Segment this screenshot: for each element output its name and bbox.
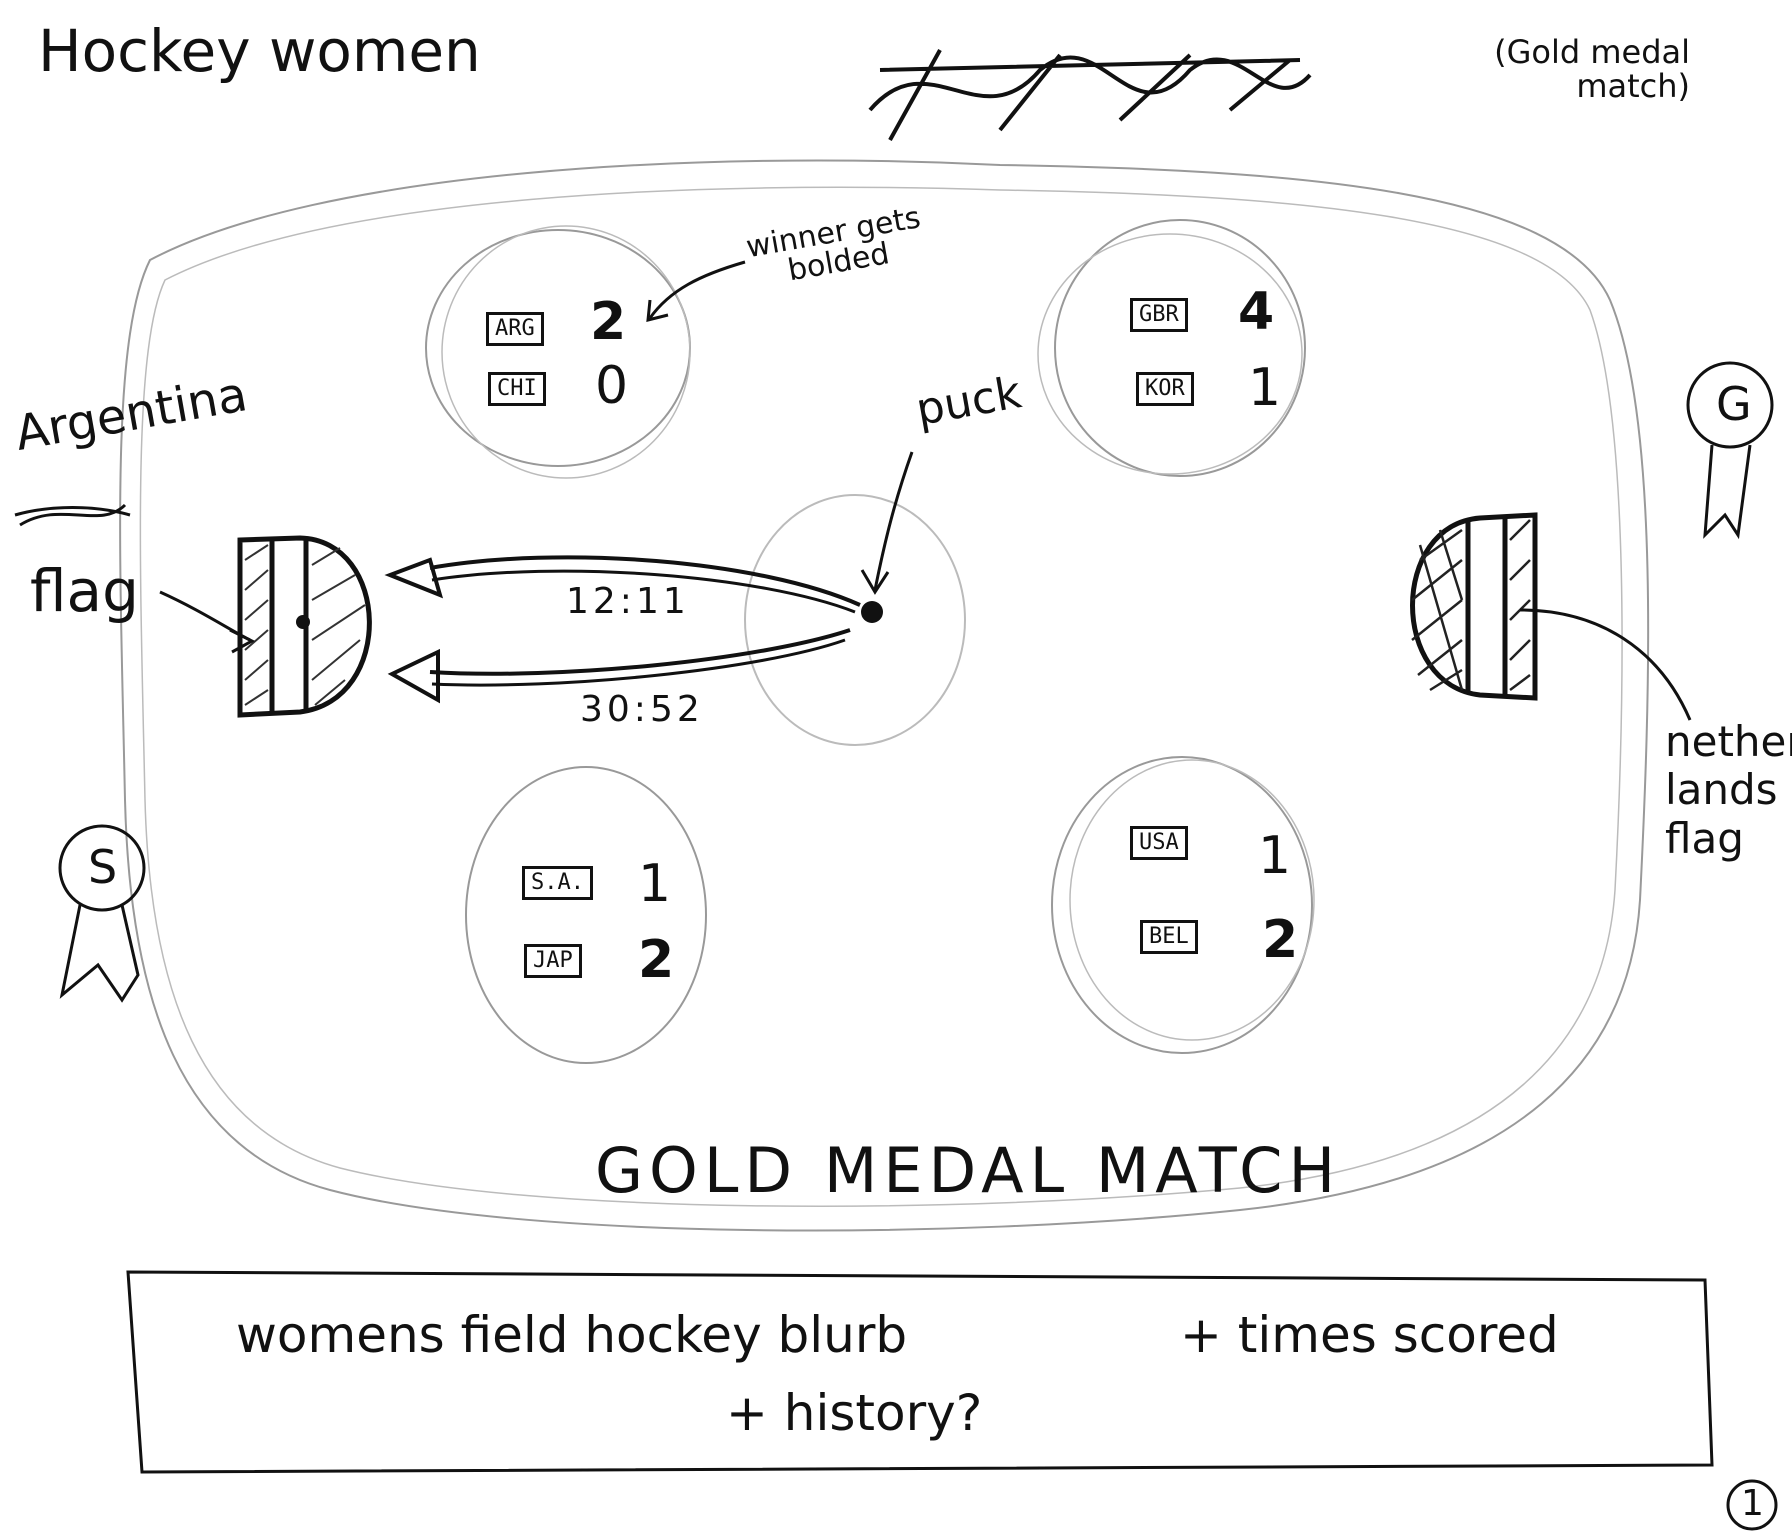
match-4-team-1-flag: USA (1130, 826, 1188, 860)
match-1-score-1: 2 (590, 296, 626, 348)
match-1-team-1-flag: ARG (486, 312, 544, 346)
match-circle-1 (426, 230, 690, 466)
winner-pointer (650, 262, 745, 318)
blurb-box (128, 1272, 1712, 1472)
scribble (870, 50, 1310, 140)
blurb-line-2: + times scored (1180, 1310, 1559, 1360)
left-goal-argentina-flag (240, 538, 369, 715)
match-4-team-2-flag: BEL (1140, 920, 1198, 954)
center-circle (745, 495, 965, 745)
match-3-team-1-flag: S.A. (522, 866, 593, 900)
gold-medal-match-label: GOLD MEDAL MATCH (595, 1140, 1341, 1202)
field-outline (120, 160, 1648, 1230)
neth-flag-pointer (1520, 610, 1690, 720)
match-3-score-1: 1 (638, 858, 671, 910)
blurb-line-3: + history? (726, 1388, 982, 1438)
match-circle-4b (1070, 760, 1314, 1040)
silver-medal-letter: S (88, 844, 117, 890)
argentina-scratch (15, 505, 130, 525)
match-circle-2b (1038, 234, 1302, 474)
page-number: 1 (1741, 1486, 1764, 1522)
gold-medal-letter: G (1716, 381, 1752, 427)
match-4-score-1: 1 (1258, 830, 1291, 882)
right-goal-netherlands-flag (1412, 515, 1535, 698)
page-title: Hockey women (38, 22, 481, 80)
field-outline-inner (140, 187, 1622, 1206)
match-circle-3 (466, 767, 706, 1063)
netherlands-flag-label: nether lands flag (1665, 718, 1792, 863)
blurb-line-1: womens field hockey blurb (236, 1310, 907, 1360)
match-2-team-1-flag: GBR (1130, 298, 1188, 332)
match-1-score-2: 0 (595, 360, 628, 412)
match-1-team-2-flag: CHI (488, 372, 546, 406)
score-time-2: 30:52 (580, 692, 704, 728)
match-circle-1b (442, 226, 690, 478)
match-2-team-2-flag: KOR (1136, 372, 1194, 406)
match-2-score-2: 1 (1248, 362, 1281, 414)
match-circle-2 (1055, 220, 1305, 476)
match-3-score-2: 2 (638, 934, 674, 986)
gold-medal-note: (Gold medal match) (1360, 36, 1690, 103)
flag-label: flag (30, 562, 139, 620)
match-4-score-2: 2 (1262, 914, 1298, 966)
match-circle-4 (1052, 757, 1312, 1053)
puck (861, 601, 883, 623)
match-3-team-2-flag: JAP (524, 944, 582, 978)
match-2-score-1: 4 (1238, 286, 1274, 338)
score-time-1: 12:11 (566, 584, 690, 620)
puck-pointer (875, 452, 912, 590)
